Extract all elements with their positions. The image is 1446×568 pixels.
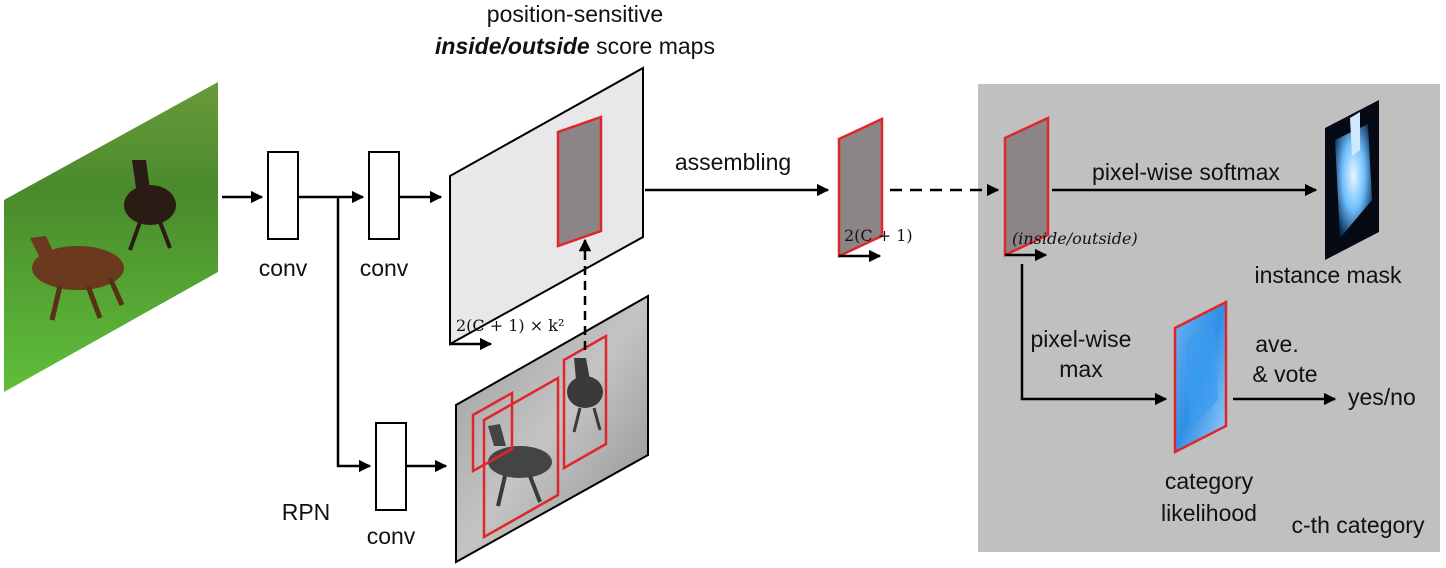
likelihood-label: likelihood <box>1161 500 1257 526</box>
assembled-map <box>839 119 882 256</box>
rpn-conv-label: conv <box>367 523 416 549</box>
assembled-map-border <box>837 117 884 258</box>
rpn-label: RPN <box>282 499 331 525</box>
softmax-label: pixel-wise softmax <box>1092 159 1280 185</box>
vote-label: & vote <box>1252 361 1317 387</box>
proposal-box-1 <box>471 390 514 474</box>
assembled-dims: 2(C + 1) <box>844 226 913 245</box>
conv-block-1 <box>267 151 299 240</box>
conv-label-1: conv <box>259 255 308 281</box>
score-maps-dims: 2(C + 1) × k² <box>456 316 564 335</box>
score-map-roi <box>558 117 601 246</box>
arrow-to-rpn-conv <box>336 197 372 473</box>
score-maps-title-line2: inside/outside score maps <box>435 33 715 59</box>
score-maps-plane <box>449 66 644 346</box>
title-rest-part: score maps <box>596 33 715 59</box>
assembling-label: assembling <box>675 149 791 175</box>
instance-mask <box>1325 100 1379 260</box>
category-likelihood-map <box>1173 299 1228 455</box>
input-image <box>4 82 218 392</box>
ave-label: ave. <box>1255 331 1298 357</box>
instance-mask-label: instance mask <box>1254 262 1402 288</box>
rpn-conv-block <box>375 422 407 511</box>
proposal-image <box>455 294 649 564</box>
proposal-box-3 <box>562 333 608 471</box>
cth-category-label: c-th category <box>1292 512 1425 538</box>
conv-block-2 <box>368 151 400 240</box>
max-label: max <box>1059 356 1103 382</box>
score-map-roi-border <box>556 115 603 248</box>
inside-outside-label: (inside/outside) <box>1012 229 1138 248</box>
yes-no-label: yes/no <box>1348 384 1416 410</box>
panel-map <box>1005 118 1048 255</box>
category-label: category <box>1165 468 1254 494</box>
score-maps-title-line1: position-sensitive <box>487 1 663 27</box>
pixelwise-label: pixel-wise <box>1031 326 1132 352</box>
conv-label-2: conv <box>360 255 409 281</box>
panel-map-border <box>1003 116 1050 257</box>
max-arrow <box>1020 264 1168 406</box>
title-bold-part: inside/outside <box>435 33 590 59</box>
proposal-box-2 <box>482 375 560 540</box>
